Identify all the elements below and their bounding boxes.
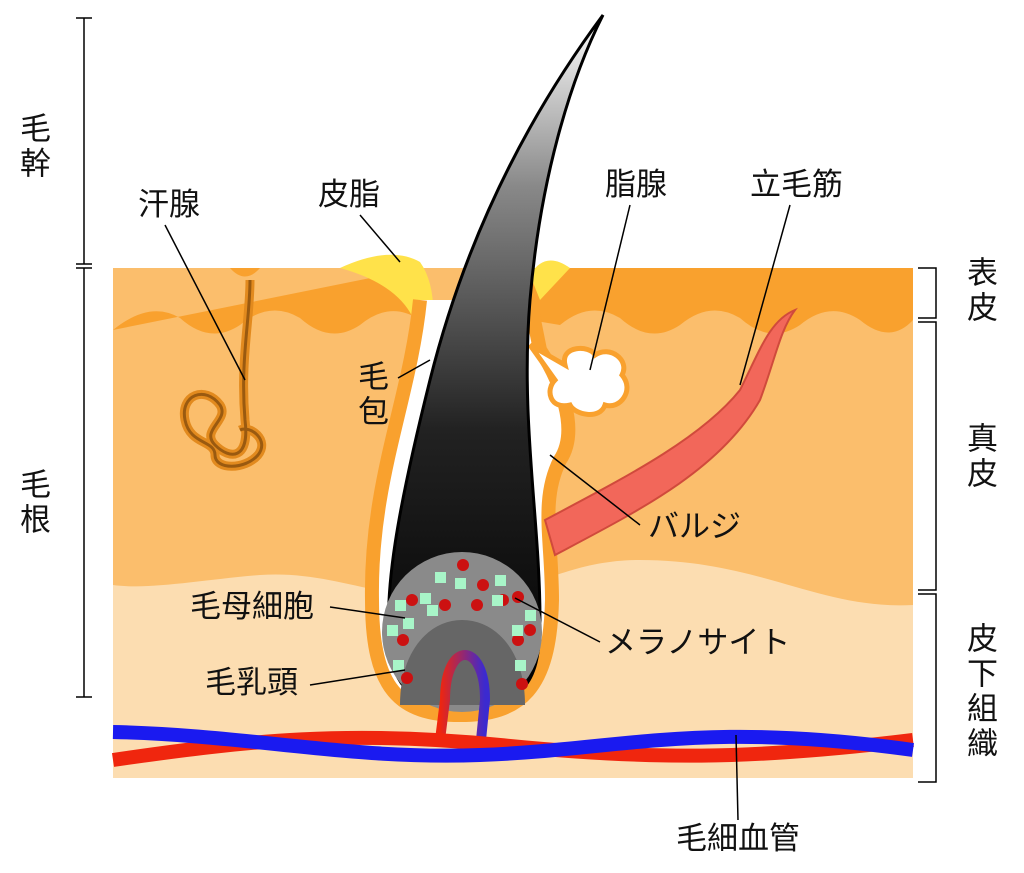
label-melanocyte: メラノサイト: [605, 625, 791, 661]
label-sebaceous-gland: 脂腺: [605, 167, 667, 203]
label-hair-shaft: 毛幹: [14, 112, 50, 182]
matrix-cells: [387, 572, 536, 671]
arrector-pili-muscle: [543, 307, 798, 557]
leader-lines: [164, 204, 791, 821]
label-follicle: 毛包: [352, 360, 388, 430]
label-epidermis: 表皮: [961, 256, 997, 326]
dermal-papilla: [400, 620, 525, 705]
vein: [112, 725, 914, 763]
label-matrix-cells: 毛母細胞: [190, 589, 314, 625]
epidermis-layer: [113, 268, 913, 334]
sweat-duct: [182, 279, 264, 468]
sebaceous-gland: [527, 342, 630, 417]
label-sweat-gland: 汗腺: [138, 187, 200, 223]
label-hair-root: 毛根: [14, 468, 50, 538]
label-capillaries: 毛細血管: [676, 821, 800, 857]
sebum-right: [530, 260, 570, 300]
papilla-capillary-loop: [435, 650, 491, 751]
label-subcutis: 皮下組織: [961, 622, 997, 762]
label-dermal-papilla: 毛乳頭: [205, 665, 298, 701]
label-bulge: バルジ: [648, 509, 741, 545]
label-arrector-pili: 立毛筋: [750, 167, 843, 203]
brackets: [76, 17, 937, 783]
label-sebum: 皮脂: [318, 177, 380, 213]
sebum-left: [340, 254, 434, 350]
label-dermis: 真皮: [961, 422, 997, 492]
